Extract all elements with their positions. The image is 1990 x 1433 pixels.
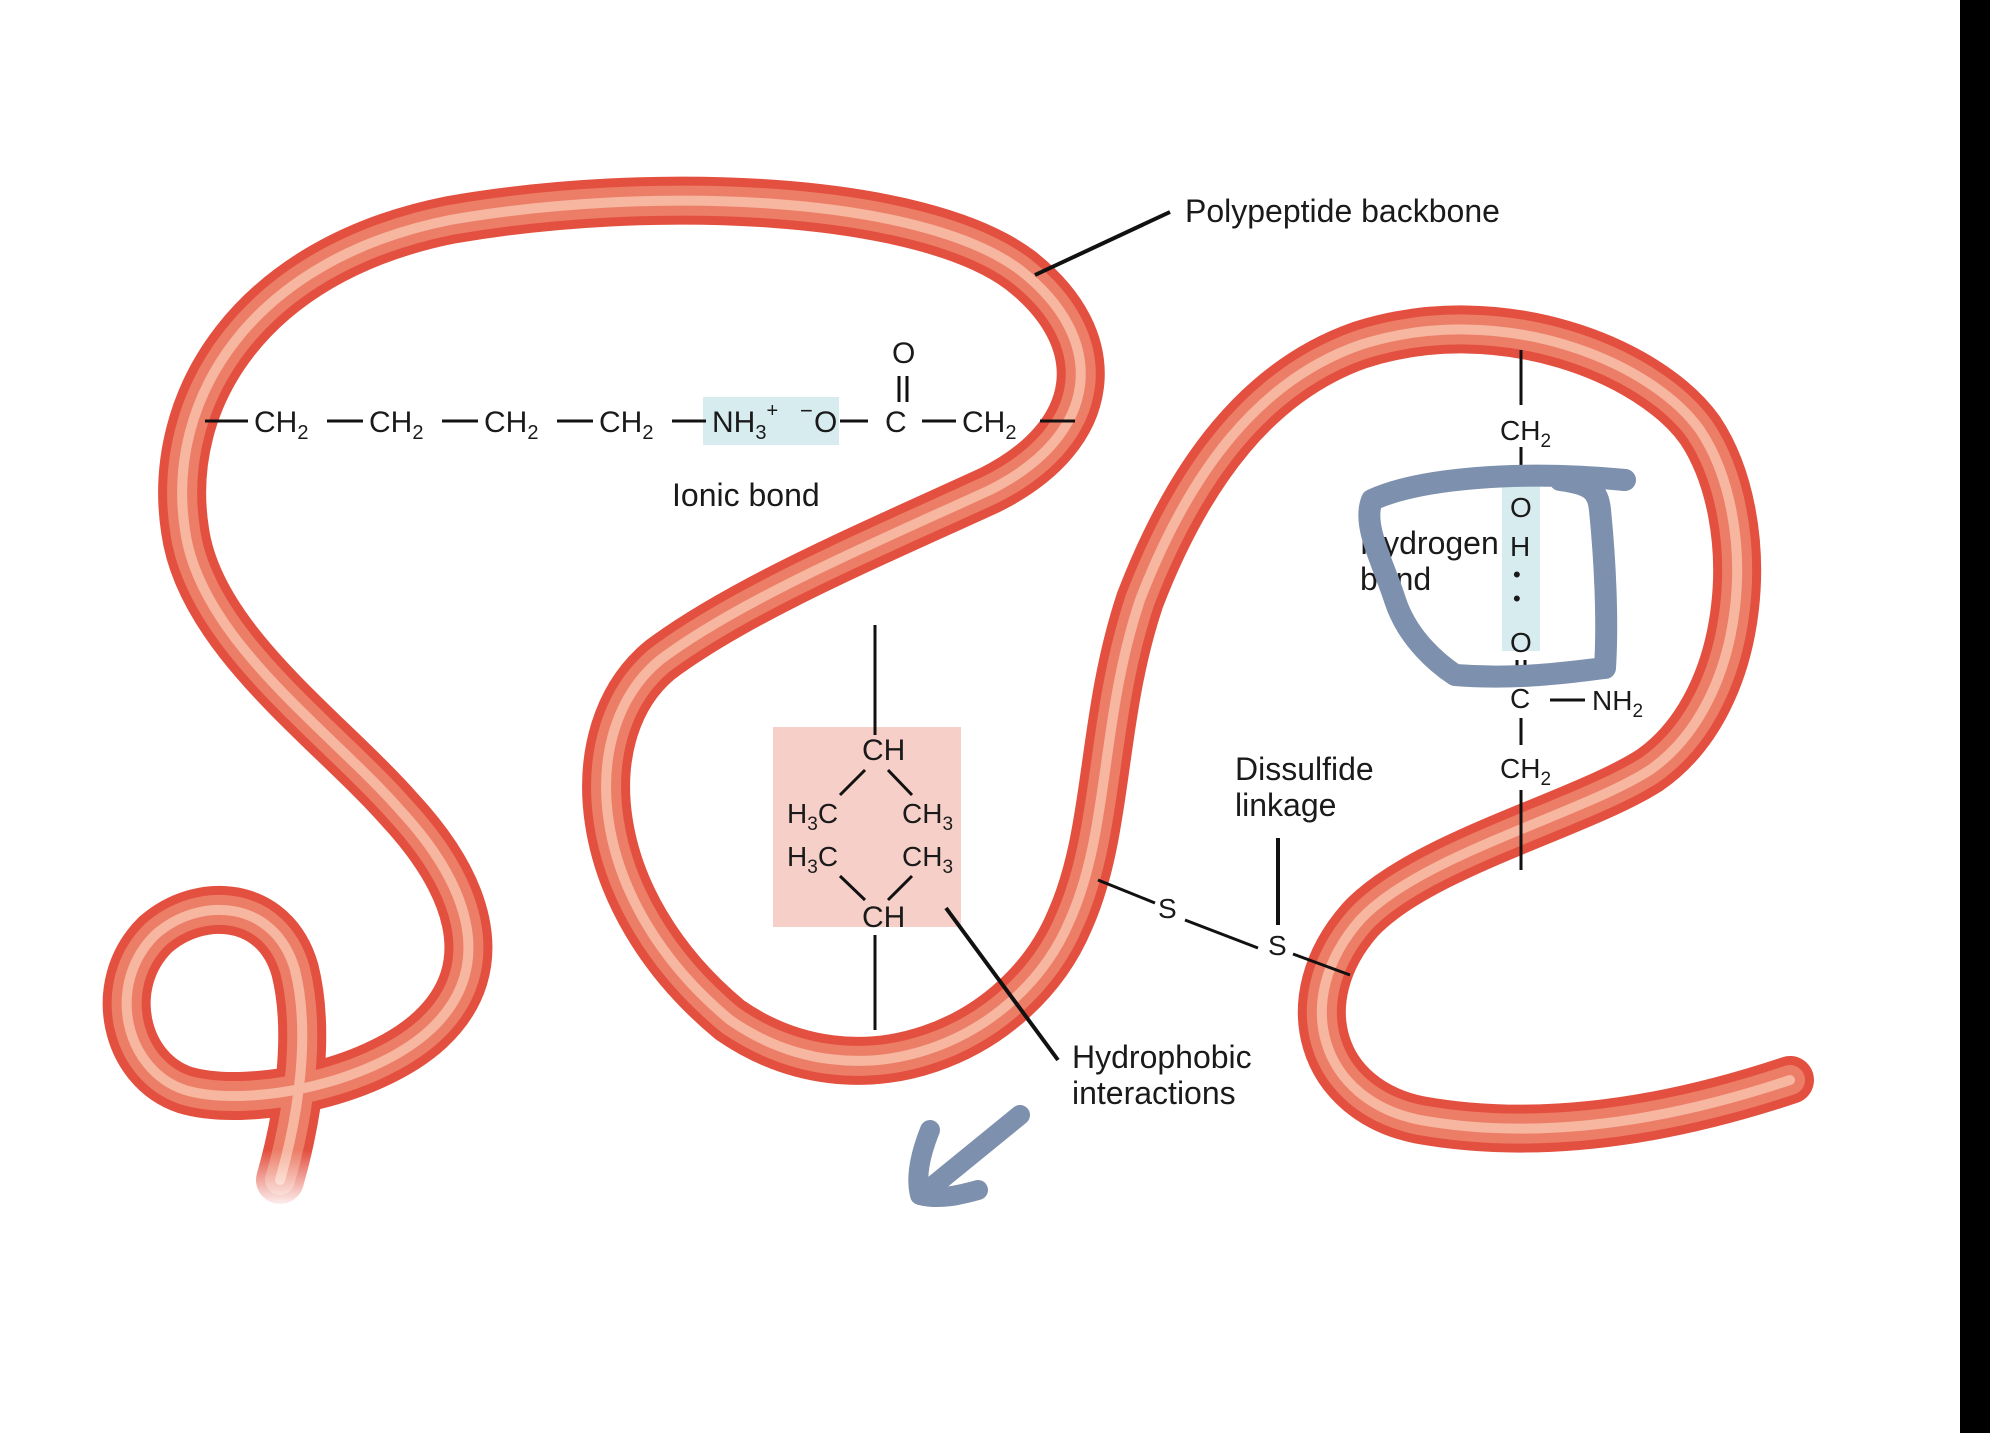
handdrawn-box-annotation (1358, 464, 1636, 688)
svg-text:CH2: CH2 (484, 406, 538, 444)
backbone-label: Polypeptide backbone (1185, 193, 1500, 229)
svg-text:O: O (1510, 492, 1532, 523)
svg-text:H3C: H3C (787, 841, 838, 878)
hydrophobic-label-line2: interactions (1072, 1075, 1236, 1111)
ionic-bond-highlight (703, 397, 839, 445)
svg-text:S: S (1268, 930, 1287, 961)
svg-text:S: S (1158, 893, 1177, 924)
svg-text:CH2: CH2 (1500, 415, 1551, 452)
backbone-fade-left (240, 1150, 330, 1210)
backbone-leader-line (1034, 210, 1171, 277)
svg-text:CH3: CH3 (902, 841, 953, 878)
hydrophobic-highlight-box (773, 727, 961, 927)
svg-text:CH: CH (862, 734, 905, 767)
hydrogen-bond-highlight (1502, 473, 1540, 651)
svg-text:CH2: CH2 (599, 406, 653, 444)
svg-text:•: • (1513, 586, 1521, 611)
svg-text:CH2: CH2 (369, 406, 423, 444)
svg-text:CH3: CH3 (902, 798, 953, 835)
right-edge-bar (1960, 0, 1990, 1433)
svg-text:CH: CH (862, 901, 905, 934)
svg-text:CH2: CH2 (254, 406, 308, 444)
handdrawn-arrow-annotation (908, 1105, 1030, 1208)
hydrogen-bond-chain: CH2 O H • • O C NH2 CH2 (1500, 350, 1643, 870)
hydrophobic-group: CH H3C CH3 H3C CH3 CH (787, 625, 953, 1030)
svg-text:NH2: NH2 (1592, 685, 1643, 722)
svg-text:H: H (1510, 531, 1530, 562)
svg-text:H3C: H3C (787, 798, 838, 835)
disulfide-label-line1: Dissulfide (1235, 751, 1374, 787)
svg-text:CH2: CH2 (962, 406, 1016, 444)
svg-text:O: O (814, 406, 837, 439)
hydrophobic-label-line1: Hydrophobic (1072, 1039, 1252, 1075)
svg-text:NH3+: NH3+ (712, 400, 778, 444)
svg-text:C: C (1510, 683, 1530, 714)
disulfide-label-line2: linkage (1235, 787, 1336, 823)
svg-text:C: C (885, 406, 907, 439)
svg-text:•: • (1513, 562, 1521, 587)
polypeptide-backbone (102, 176, 1814, 1204)
ionic-bond-chain: CH2 CH2 CH2 CH2 NH3+ − O C O CH2 (205, 337, 1075, 444)
svg-text:O: O (892, 337, 915, 370)
disulfide-linkage: S S (1097, 878, 1351, 977)
svg-text:CH2: CH2 (1500, 753, 1551, 790)
svg-text:O: O (1510, 627, 1532, 658)
svg-text:−: − (800, 398, 813, 423)
hydrophobic-leader-line (944, 906, 1060, 1062)
ionic-bond-label: Ionic bond (672, 477, 820, 513)
